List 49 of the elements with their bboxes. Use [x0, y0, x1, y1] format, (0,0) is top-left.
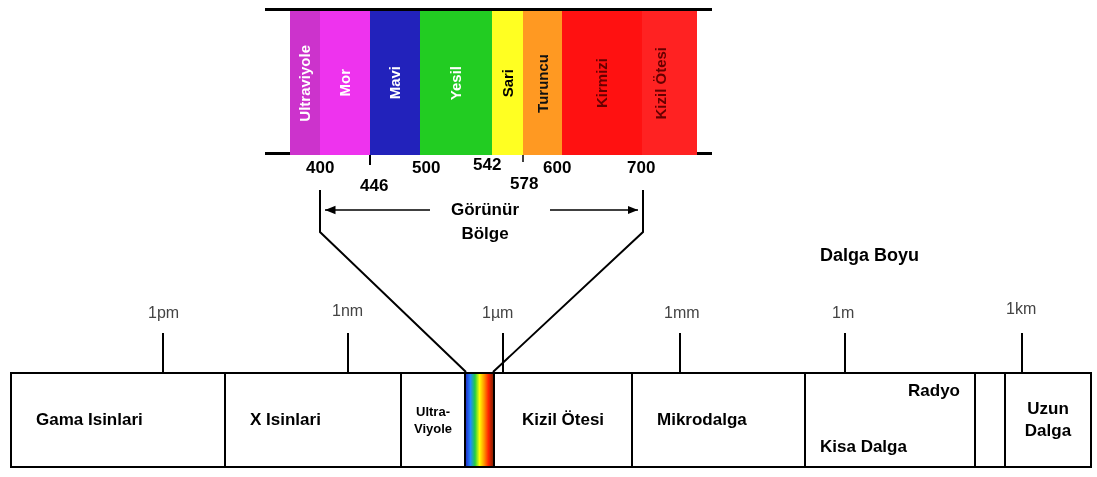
spectrum-band-box [400, 372, 466, 468]
color-band [290, 11, 320, 155]
color-band [562, 11, 642, 155]
spectrum-band-box [10, 372, 226, 468]
spectrum-band-box [804, 372, 976, 468]
scale-number: 400 [306, 158, 335, 178]
scale-number: 500 [412, 158, 441, 178]
scale-label: 1pm [148, 304, 180, 322]
band-label: Gama Isinlari [35, 409, 144, 431]
spectrum-band-box [631, 372, 806, 468]
color-band [642, 11, 697, 155]
band-label: Radyo [908, 380, 960, 402]
axis-title: Dalga Boyu [820, 245, 920, 266]
zoom-line [492, 189, 644, 373]
scale-label: 1µm [482, 304, 514, 322]
spectrum-strip [464, 372, 495, 468]
band-label: Kirmizi [594, 58, 610, 108]
scale-number: 600 [543, 158, 572, 178]
band-label: Kizil Ötesi [520, 409, 606, 431]
scale-number: 446 [360, 176, 389, 196]
spectrum-band-box [1004, 372, 1092, 468]
scale-label: 1nm [332, 302, 364, 320]
scale-label: 1mm [664, 304, 700, 322]
band-label: Kisa Dalga [820, 436, 907, 458]
band-label: Ultra-Viyole [412, 403, 454, 437]
color-band [492, 11, 523, 155]
band-label: X Isinlari [249, 409, 322, 431]
scale-label: 1m [832, 304, 855, 322]
spectrum-band-box [224, 372, 402, 468]
color-band [420, 11, 492, 155]
band-label: Ultraviyole [297, 44, 313, 122]
scale-label: 1km [1006, 300, 1037, 318]
band-label: Uzun Dalga [1023, 398, 1073, 442]
band-label: Mor [337, 69, 353, 97]
spectrum-band-box [493, 372, 633, 468]
band-label: Turuncu [534, 53, 551, 113]
scale-number: 700 [627, 158, 656, 178]
scale-number: 542 [473, 155, 502, 175]
band-label: Mikrodalga [656, 409, 748, 431]
zoom-line [319, 189, 467, 373]
band-label: Kizil Ötesi [652, 46, 670, 120]
color-band [320, 11, 370, 155]
blank-band [974, 372, 1006, 468]
color-band [370, 11, 420, 155]
band-label: Sari [499, 68, 516, 98]
band-label: Yesil [448, 65, 464, 101]
scale-number: 578 [510, 174, 539, 194]
color-band [523, 11, 562, 155]
band-label: Mavi [387, 66, 403, 100]
